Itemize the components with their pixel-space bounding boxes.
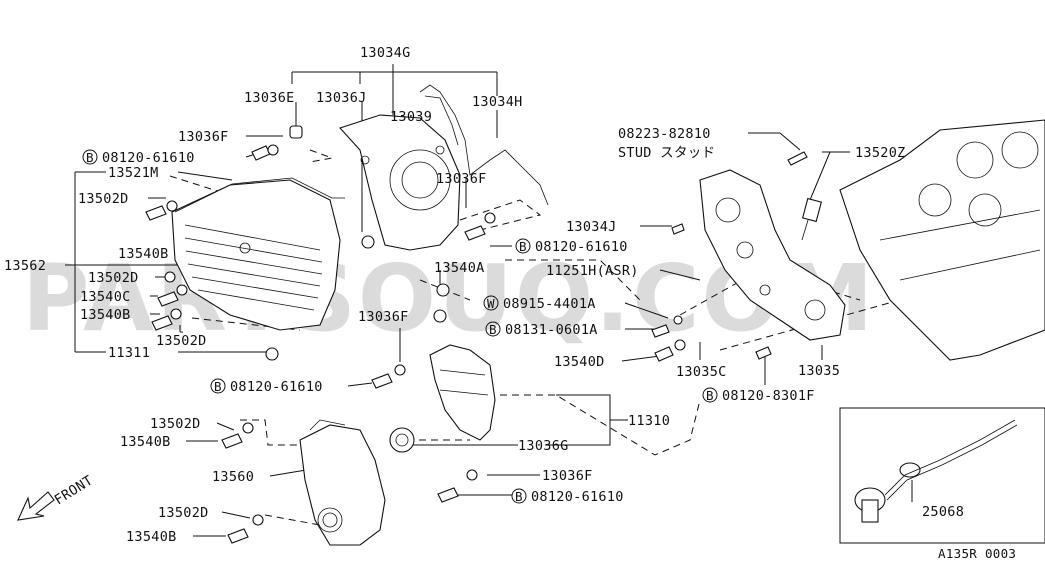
bolt-icon [755,346,772,360]
label-13540B-b: 13540B [80,307,131,323]
label-13036J: 13036J [316,90,367,106]
label-13502D-a: 13502D [78,191,129,207]
label-13036G: 13036G [518,438,569,454]
grommet-icon [436,283,450,297]
clip-icon [671,223,685,235]
label-13035C: 13035C [676,364,727,380]
label-13035: 13035 [798,363,840,379]
bolt-icon [151,315,173,331]
label-11311: 11311 [108,345,150,361]
bolt-icon [251,145,271,161]
diagram-code: A135R 0003 [938,546,1016,561]
upper-front-cover [171,177,345,331]
bolt-icon [654,346,674,362]
leader-lines [65,64,913,537]
front-engine-plate [699,169,846,341]
washer-icon [176,284,188,296]
washer-icon [170,308,182,320]
label-08120-8301F: 08120-8301F [722,388,815,404]
label-13560: 13560 [212,469,254,485]
washer-icon [164,271,176,283]
bolt-icon [145,205,167,221]
label-13039: 13039 [390,109,432,125]
label-13036F-c: 13036F [358,309,409,325]
label-13034H: 13034H [472,94,523,110]
svg-text:B: B [86,150,94,165]
part-labels: 13034G 13036E 13036J 13039 13034H 13036F… [4,45,1016,561]
label-08915-4401A: 08915-4401A [503,296,596,312]
bolt-icon [437,487,459,503]
svg-text:B: B [519,239,527,254]
crank-sensor [801,197,823,241]
label-13502D-c: 13502D [156,333,207,349]
label-13521M: 13521M [108,165,159,181]
label-13520Z: 13520Z [855,145,906,161]
bolt-icon [651,324,670,338]
svg-text:B: B [489,322,497,337]
label-08120-61610-a: 08120-61610 [102,150,195,166]
front-arrow-icon [17,491,55,521]
lower-timing-cover [299,419,386,546]
label-08120-61610-b: 08120-61610 [535,239,628,255]
label-13562: 13562 [4,258,46,274]
label-08223-82810: 08223-82810 [618,126,711,142]
label-stud: STUD スタッド [618,145,715,161]
grommet-icon [265,347,279,361]
label-13540A: 13540A [434,260,485,276]
sensor-inset [839,407,1045,544]
bolt-icon [464,225,486,241]
washer-icon [484,212,496,224]
label-11310: 11310 [628,413,670,429]
label-13540D: 13540D [554,354,605,370]
label-13036E: 13036E [244,90,295,106]
label-13034J: 13034J [566,219,617,235]
washer-icon [466,469,478,481]
label-13034G: 13034G [360,45,411,61]
svg-text:W: W [487,296,495,311]
label-08131-0601A: 08131-0601A [505,322,598,338]
circled-symbols: B B W B B B B [82,149,718,504]
middle-timing-cover [429,344,496,441]
label-13502D-b: 13502D [88,270,139,286]
label-08120-61610-d: 08120-61610 [531,489,624,505]
stud-icon [787,151,808,166]
grommet-icon [361,235,375,249]
label-08120-61610-c: 08120-61610 [230,379,323,395]
label-13540B-c: 13540B [120,434,171,450]
washer-icon [166,200,178,212]
engine-block [839,119,1045,361]
upper-timing-cover-rear [339,114,461,251]
label-13540B-a: 13540B [118,246,169,262]
bolt-icon [371,373,393,389]
bolt-icon [157,291,179,307]
oil-seal [389,427,415,453]
belt-cover-seal [419,84,549,206]
bolt-icon [227,528,249,544]
svg-text:B: B [214,379,222,394]
washer-icon [242,422,254,434]
label-13036F-a: 13036F [178,129,229,145]
svg-text:B: B [515,489,523,504]
label-13540C: 13540C [80,289,131,305]
washer-icon [289,125,303,139]
svg-text:B: B [706,388,714,403]
label-13540B-d: 13540B [126,529,177,545]
label-25068: 25068 [922,504,964,520]
washer-icon [267,144,279,156]
washer-icon [394,364,406,376]
washer-icon [674,339,686,351]
label-11251H: 11251H(ASR) [546,263,639,279]
bolt-icon [221,433,243,449]
front-label: FRONT [52,472,96,508]
bolts-and-washers [145,125,808,544]
grommet-icon [433,309,447,323]
label-13502D-d: 13502D [150,416,201,432]
label-13502D-e: 13502D [158,505,209,521]
washer-icon [673,315,683,325]
washer-icon [252,514,264,526]
label-13036F-d: 13036F [542,468,593,484]
label-13036F-b: 13036F [436,171,487,187]
